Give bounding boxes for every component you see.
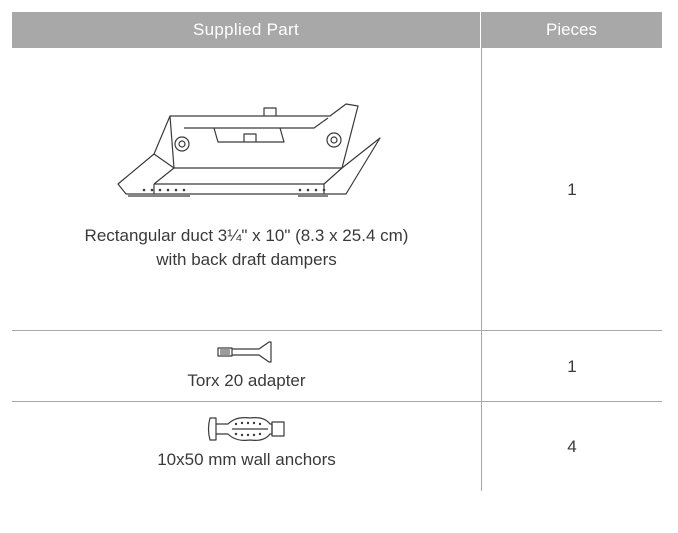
- row-divider: [12, 401, 662, 402]
- part-cell: 10x50 mm wall anchors: [12, 402, 481, 491]
- part-caption-line1: Rectangular duct 3¼" x 10" (8.3 x 25.4 c…: [84, 226, 409, 245]
- rectangular-duct-icon: [117, 103, 381, 197]
- table-row-duct: Rectangular duct 3¼" x 10" (8.3 x 25.4 c…: [12, 48, 662, 331]
- part-cell: Rectangular duct 3¼" x 10" (8.3 x 25.4 c…: [12, 48, 481, 331]
- part-cell: Torx 20 adapter: [12, 331, 481, 402]
- column-divider: [481, 402, 482, 491]
- header-supplied-part: Supplied Part: [193, 20, 299, 39]
- part-caption: Torx 20 adapter: [187, 371, 306, 390]
- torx-adapter-icon: [217, 341, 272, 363]
- pieces-cell: 4: [567, 436, 577, 456]
- row-divider: [12, 330, 662, 331]
- part-caption: 10x50 mm wall anchors: [157, 450, 336, 469]
- pieces-cell: 1: [567, 356, 577, 376]
- table-row-torx: Torx 20 adapter 1: [12, 331, 662, 402]
- supplied-parts-table: Supplied Part Pieces: [12, 12, 662, 491]
- table-header: Supplied Part Pieces: [12, 12, 662, 48]
- column-divider: [481, 331, 482, 402]
- header-pieces: Pieces: [545, 20, 598, 39]
- table-row-anchors: 10x50 mm wall anchors 4: [12, 402, 662, 491]
- column-divider: [481, 48, 482, 331]
- header-divider: [480, 12, 481, 48]
- pieces-cell: 1: [567, 179, 577, 199]
- wall-anchor-icon: [207, 417, 285, 441]
- part-caption-line2: with back draft dampers: [156, 250, 337, 269]
